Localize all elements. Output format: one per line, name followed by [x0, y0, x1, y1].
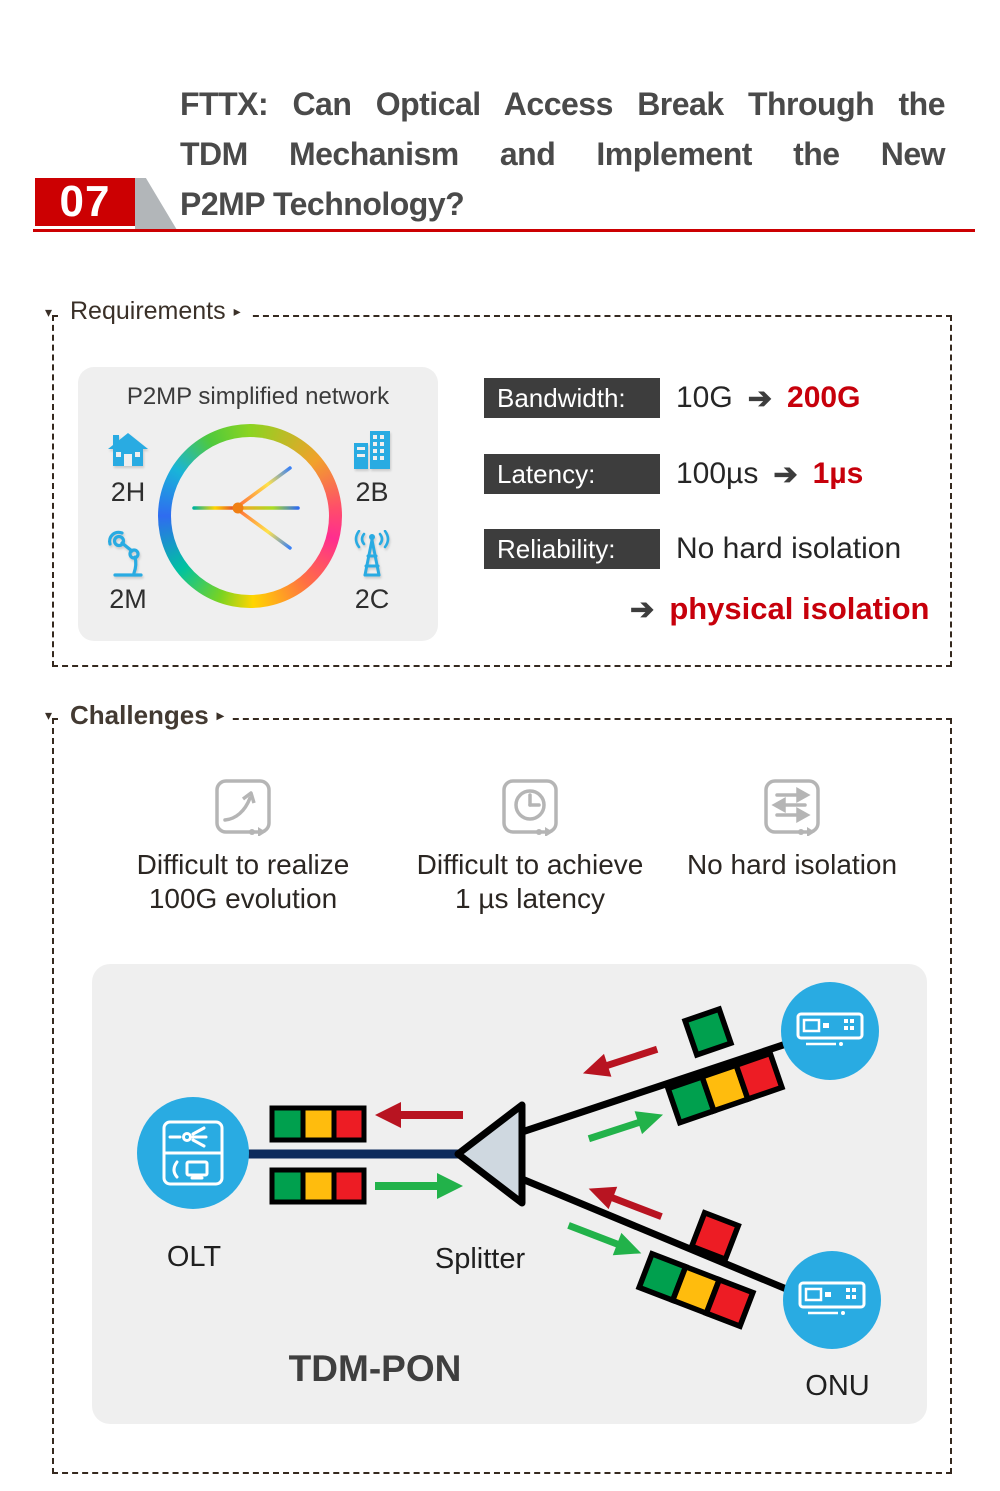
tdm-pon-graphic [137, 982, 881, 1349]
upstream-arrow-lower-branch [588, 1186, 663, 1220]
page-title: FTTX: Can Optical Access Break Through t… [180, 79, 946, 229]
splitter-triangle [454, 1101, 526, 1207]
p2mp-node-business: 2B [340, 427, 404, 508]
challenges-label-text: Challenges [70, 700, 209, 730]
building-icon [354, 431, 390, 469]
reliability-label-box: Reliability: [484, 529, 660, 569]
upper-branch-line [508, 1034, 806, 1140]
bandwidth-from-value: 10G [676, 381, 733, 414]
challenge-item-latency: Difficult to achieve 1 µs latency [400, 778, 660, 916]
p2mp-node-carrier-label: 2C [354, 584, 390, 614]
ring-hole [171, 437, 329, 595]
robot-arm-icon [108, 530, 143, 577]
requirements-label-text: Requirements [70, 297, 226, 325]
p2mp-network-card: P2MP simplified network [78, 367, 438, 641]
antenna-icon [354, 530, 390, 577]
p2mp-node-machine: 2M [96, 530, 160, 615]
caption-line2: 1 µs latency [455, 883, 605, 914]
reliability-to: ➔ physical isolation [630, 589, 929, 629]
olt-label: OLT [166, 1241, 222, 1273]
downstream-arrow-lower-branch [567, 1222, 642, 1256]
growth-arrow-icon [215, 779, 271, 836]
p2mp-node-home: 2H [96, 429, 160, 508]
house-icon [108, 433, 148, 466]
onu-label: ONU [805, 1370, 870, 1402]
chapter-flag-decoration [135, 178, 177, 230]
lower-branch-line [508, 1170, 810, 1302]
chapter-number-badge: 07 [35, 177, 135, 226]
caption-line1: Difficult to achieve [416, 849, 644, 880]
caption-line1: Difficult to realize [136, 849, 350, 880]
requirements-section-label: Requirements ▸ [60, 297, 249, 326]
challenge-caption: Difficult to realize 100G evolution [137, 848, 350, 916]
p2mp-node-home-label: 2H [110, 477, 146, 507]
page-title-line2: TDM Mechanism and Implement the New [180, 136, 946, 172]
reliability-from-value: No hard isolation [676, 532, 902, 565]
slots-lower-branch [635, 1250, 757, 1330]
bandwidth-to-value: 200G [787, 381, 861, 414]
splitter-label: Splitter [434, 1243, 526, 1275]
requirements-section: ▾ Requirements ▸ P2MP simplified network [45, 297, 952, 667]
onu-device-icon-upper [781, 982, 879, 1080]
challenges-section-label: Challenges ▸ [60, 700, 232, 731]
p2mp-node-carrier: 2C [340, 530, 404, 615]
triangle-down-icon: ▾ [45, 707, 53, 723]
bandwidth-values: 10G ➔ 200G [676, 378, 860, 418]
clock-icon [502, 779, 558, 836]
splitter-fan-graphic [192, 466, 300, 550]
latency-label-box: Latency: [484, 454, 660, 494]
page-title-line3: P2MP Technology? [180, 186, 465, 222]
olt-device-icon [137, 1097, 249, 1209]
latency-to-value: 1µs [812, 457, 864, 490]
latency-values: 100µs ➔ 1µs [676, 454, 863, 494]
tdm-pon-title: TDM-PON [288, 1348, 462, 1389]
challenge-caption: No hard isolation [687, 848, 897, 882]
caption-line2: 100G evolution [148, 883, 338, 914]
p2mp-node-business-label: 2B [355, 477, 389, 507]
triangle-right-icon: ▸ [216, 707, 224, 723]
p2mp-node-machine-label: 2M [109, 584, 147, 614]
reliability-from: No hard isolation [676, 529, 901, 569]
page-title-line1: FTTX: Can Optical Access Break Through t… [180, 86, 946, 122]
swap-arrows-icon [764, 779, 820, 836]
reliability-to-value: physical isolation [669, 591, 930, 626]
challenge-item-isolation: No hard isolation [662, 778, 922, 882]
upstream-slots-trunk [269, 1167, 367, 1205]
arrow-right-icon: ➔ [773, 458, 798, 491]
challenges-section: ▾ Challenges ▸ Difficult to realize 100G… [45, 700, 952, 1474]
slot-red-lower-branch [688, 1209, 742, 1263]
triangle-right-icon: ▸ [233, 303, 241, 319]
rainbow-ring [158, 424, 342, 608]
arrow-right-icon: ➔ [630, 593, 655, 626]
slots-upper-branch [664, 1049, 786, 1127]
caption-line1: No hard isolation [686, 849, 898, 880]
latency-from-value: 100µs [676, 457, 759, 490]
downstream-arrow-trunk [375, 1173, 463, 1199]
tdm-pon-diagram: OLT Splitter ONU TDM-PON [92, 964, 927, 1424]
upstream-arrow-upper-branch [582, 1045, 659, 1077]
triangle-down-icon: ▾ [45, 304, 53, 320]
header-divider-rule [33, 229, 975, 232]
slot-green-upper-branch [681, 1005, 735, 1059]
bandwidth-label-box: Bandwidth: [484, 378, 660, 418]
downstream-arrow-upper-branch [587, 1111, 664, 1143]
upstream-arrow-trunk [375, 1102, 463, 1128]
challenge-item-evolution: Difficult to realize 100G evolution [113, 778, 373, 916]
onu-device-icon-lower [783, 1251, 881, 1349]
arrow-right-icon: ➔ [747, 382, 773, 415]
downstream-slots-trunk [269, 1105, 367, 1143]
p2mp-card-title: P2MP simplified network [126, 383, 390, 410]
challenge-caption: Difficult to achieve 1 µs latency [417, 848, 644, 916]
